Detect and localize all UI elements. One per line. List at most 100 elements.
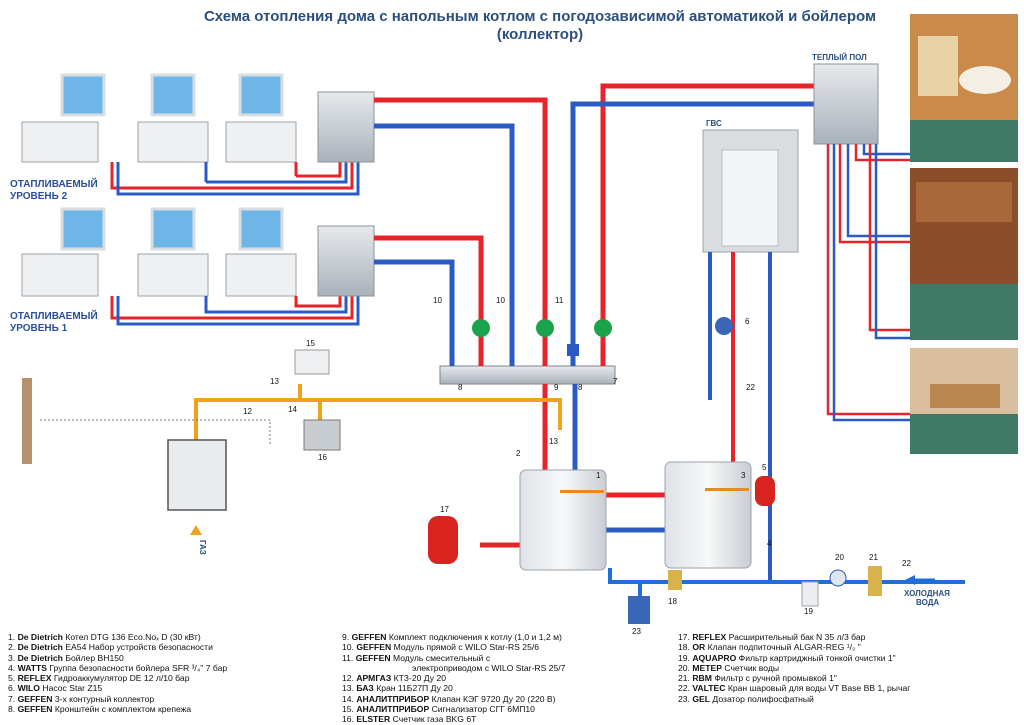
component-number: 7 [613,377,618,386]
legend-item-text: электроприводом с WILO Star-RS 25/7 [412,662,566,673]
legend-item-number: 1. [8,632,16,642]
legend-item-text: Дозатор полифосфатный [712,693,814,704]
legend-item-brand: GEL [692,693,711,704]
legend-item: 4. WATTS Группа безопасности бойлера SFR… [8,663,227,673]
level-1-label-line-1: ОТАПЛИВАЕМЫЙ [10,311,98,322]
legend-item-text: Сигнализатор СГГ 6МП10 [431,704,535,715]
legend-item-number: 14. [342,693,354,704]
mixing-valve-icon [567,344,579,356]
legend-item-brand: БАЗ [356,683,374,694]
legend-item-text: Фильтр с ручной промывкой 1" [714,673,837,684]
legend-item-text: Клапан подпиточный ALGAR-REG ¹/₂ " [707,642,861,653]
legend-item-brand: OR [692,642,706,653]
radiator [225,121,297,163]
floor-heating-pattern [910,414,1018,454]
legend-item-brand: De Dietrich [17,642,63,653]
legend-item-number: 12. [342,673,354,684]
legend-item-text: Расширительный бак N 35 л/3 бар [728,632,866,642]
component-number: 6 [745,317,750,326]
legend-item-text: Насос Star Z15 [42,683,103,694]
gas-meter-icon [303,419,341,451]
component-number: 16 [318,453,327,462]
component-number: 12 [243,407,252,416]
legend-item: 2. De Dietrich EA54 Набор устройств безо… [8,642,227,652]
component-numbers: 1 2 3 4 5 6 7 8 8 9 10 10 11 12 13 13 14… [243,296,911,636]
legend-item-brand: REFLEX [692,632,727,642]
picture-detail [916,182,1012,222]
radiator [137,121,209,163]
legend-item-number: 4. [8,662,16,673]
gas-cabinet [167,439,227,511]
legend-item-number: 13. [342,683,354,694]
cold-water-label-2: ВОДА [916,598,939,607]
legend-item-brand: De Dietrich [17,632,63,642]
warm-floor-manifold [813,63,879,145]
component-number: 22 [746,383,755,392]
gas-arrow-icon [190,525,202,535]
picture-detail [959,66,1011,94]
legend-item-number: 6. [8,683,16,694]
picture-detail [930,384,1000,408]
warm-floor-label: ТЕПЛЫЙ ПОЛ [812,53,867,62]
pump-icon [472,319,490,337]
gas-alarm-icon [294,349,330,375]
legend-item-brand: ELSTER [356,714,391,725]
component-number: 13 [270,377,279,386]
legend-item-brand: МЕТЕР [692,662,722,673]
pump-group [472,319,612,356]
legend-item-text: Кронштейн с комплектом крепежа [54,704,192,715]
legend-item: 11. GEFFEN Модуль смесительный с [342,653,565,663]
legend-item-number: 19. [678,652,690,663]
floor-heating-pattern [910,284,1018,340]
component-number: 1 [596,471,601,480]
cold-water-label-1: ХОЛОДНАЯ [904,589,950,598]
title-line-2: (коллектор) [496,26,584,43]
legend-item-number: 15. [342,704,354,715]
legend-item: 20. МЕТЕР Счетчик воды [678,663,910,673]
expansion-tank [428,516,458,564]
component-number: 2 [516,449,521,458]
cold-water-arrow-head [905,575,915,585]
legend-item-text: Модуль прямой с WILO Star-RS 25/6 [393,642,540,653]
legend-item: 9. GEFFEN Комплект подключения к котлу (… [342,632,565,642]
component-number: 5 [762,463,767,472]
component-number: 15 [306,339,315,348]
legend-item-text: Группа безопасности бойлера SFR ³/₄" 7 б… [49,662,228,673]
component-number: 18 [668,597,677,606]
component-number: 23 [632,627,641,636]
hot-water-label: ГВС [706,119,722,128]
water-meter-icon [829,569,847,587]
level-2-label-line-1: ОТАПЛИВАЕМЫЙ [10,179,98,190]
legend-item-number: 3. [8,652,16,663]
legend-item-brand: АНАЛИТПРИБОР [356,704,430,715]
component-number: 20 [835,553,844,562]
hot-water-tank [664,461,752,569]
legend-item: 5. REFLEX Гидроаккумулятор DE 12 л/10 ба… [8,673,227,683]
component-number: 17 [440,505,449,514]
legend-item-brand: REFLEX [17,673,52,684]
component-number: 19 [804,607,813,616]
legend-item: 18. OR Клапан подпиточный ALGAR-REG ¹/₂ … [678,642,910,652]
title-line-1: Схема отопления дома с напольным котлом … [203,8,877,25]
signal-cable [40,419,271,445]
legend-item-text: Счетчик воды [724,662,780,673]
legend-item: 23. GEL Дозатор полифосфатный [678,694,910,704]
radiator-group-level-1 [21,207,297,297]
hydro-accumulator [755,476,775,506]
window [150,73,196,117]
three-circuit-collector [439,365,616,385]
legend-item: 22. VALTEC Кран шаровый для воды VT Base… [678,683,910,693]
legend-item-brand: RBM [692,673,712,684]
legend-item-brand: GEFFEN [17,704,53,715]
legend-item-number: 11. [342,652,354,663]
legend-item: 16. ELSTER Счетчик газа BKG 6T [342,714,565,724]
component-number: 10 [496,296,505,305]
gas-boiler [519,469,607,571]
radiator [137,253,209,297]
wall-icon [22,378,32,464]
legend-item-brand: GEFFEN [356,642,392,653]
component-number: 11 [555,296,564,305]
boiler-stripe [560,490,604,493]
legend-item: 8. GEFFEN Кронштейн с комплектом крепежа [8,704,227,714]
polyphosphate-dispenser-icon [628,596,650,624]
